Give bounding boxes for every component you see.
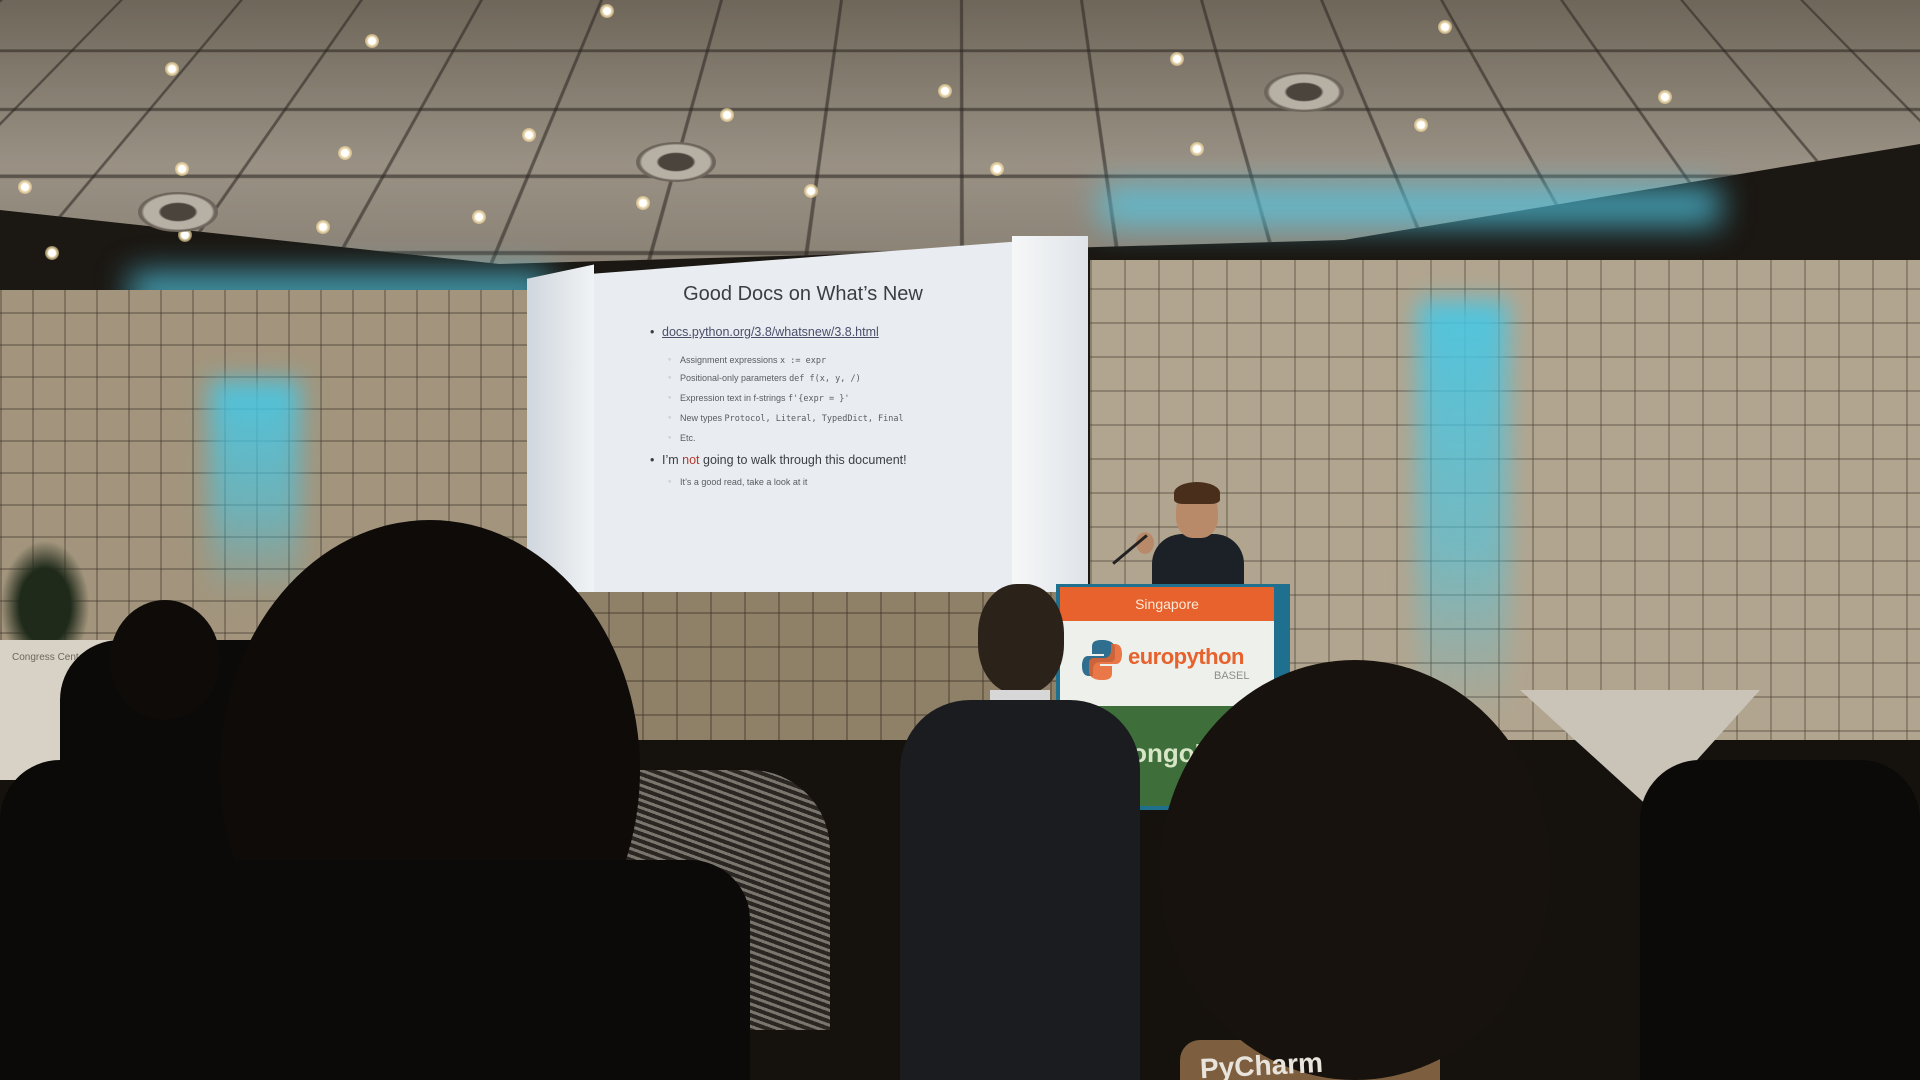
ceiling-light [938,84,952,98]
audience-member [1640,760,1920,1080]
shirt-logo-text: PyCharm [1199,1046,1324,1080]
ceiling-light [636,196,650,210]
emphasis-not: not [682,453,700,467]
subitem-label: New types [680,413,725,423]
ceiling-light [338,146,352,160]
ceiling-light [1414,118,1428,132]
ceiling-light [1190,142,1204,156]
slide-subitem: It’s a good read, take a look at it [668,476,807,487]
slide-subitem: Expression text in f-strings f'{expr = }… [668,392,850,404]
ceiling-light [165,62,179,76]
slide-subitem: Etc. [668,432,696,444]
slide-title: Good Docs on What’s New [683,283,923,305]
ceiling-light [522,128,536,142]
ceiling-light [1170,52,1184,66]
ceiling-light [316,220,330,234]
audience-head-foreground [1160,660,1550,1080]
europython-brand: europython [1128,644,1245,669]
ceiling-vent [138,192,218,232]
python-logo-icon [1082,640,1122,680]
speaker-hair [1174,482,1220,504]
desk-label: Congress Center Basel [12,652,116,663]
potted-plant [0,540,90,650]
ceiling-light [45,246,59,260]
slide-subitem: Positional-only parameters def f(x, y, /… [668,372,861,384]
ceiling-light [1658,90,1672,104]
audience-head [978,584,1064,694]
slide-bullet: I’m not going to walk through this docum… [650,453,907,467]
subitem-label: Positional-only parameters [680,373,790,383]
ceiling-light [804,184,818,198]
ceiling-light [1438,20,1452,34]
audience-head [110,600,220,720]
slide-subitem: Assignment expressions x := expr [668,354,827,366]
ceiling-vent [636,142,716,182]
audience-member-back [900,700,1140,1080]
wall-uplight [210,380,300,600]
ceiling-light [365,34,379,48]
ceiling-light [472,210,486,224]
bullet-text: I’m [662,453,683,467]
ceiling-uplight-glow [1100,186,1720,226]
lanyard-badge [990,690,1050,700]
screen-left-margin [527,264,594,592]
audience-member-foreground [130,860,750,1080]
screen-right-margin [1012,236,1088,592]
subitem-label: Assignment expressions [680,355,781,365]
subitem-code: def f(x, y, /) [789,374,861,384]
subitem-code: f'{expr = }' [788,394,850,404]
ceiling-light [18,180,32,194]
slide-bullet-link: docs.python.org/3.8/whatsnew/3.8.html [650,325,879,339]
ceiling-light [600,4,614,18]
slide-subitem: New types Protocol, Literal, TypedDict, … [668,412,904,424]
ceiling-light [720,108,734,122]
docs-link[interactable]: docs.python.org/3.8/whatsnew/3.8.html [662,325,879,339]
brand-city: BASEL [1214,670,1250,682]
subitem-code: Protocol, Literal, TypedDict, Final [724,414,904,424]
subitem-label: Etc. [680,433,696,443]
wall-uplight [1418,300,1508,720]
ceiling-light [990,162,1004,176]
subitem-label: Expression text in f-strings [680,393,789,403]
ceiling-light [175,162,189,176]
ceiling-vent [1264,72,1344,112]
bullet-text: going to walk through this document! [699,453,907,467]
podium-location-banner: Singapore [1060,587,1274,621]
subitem-code: x := expr [780,356,827,366]
presentation-slide: Good Docs on What’s New docs.python.org/… [594,245,1012,590]
